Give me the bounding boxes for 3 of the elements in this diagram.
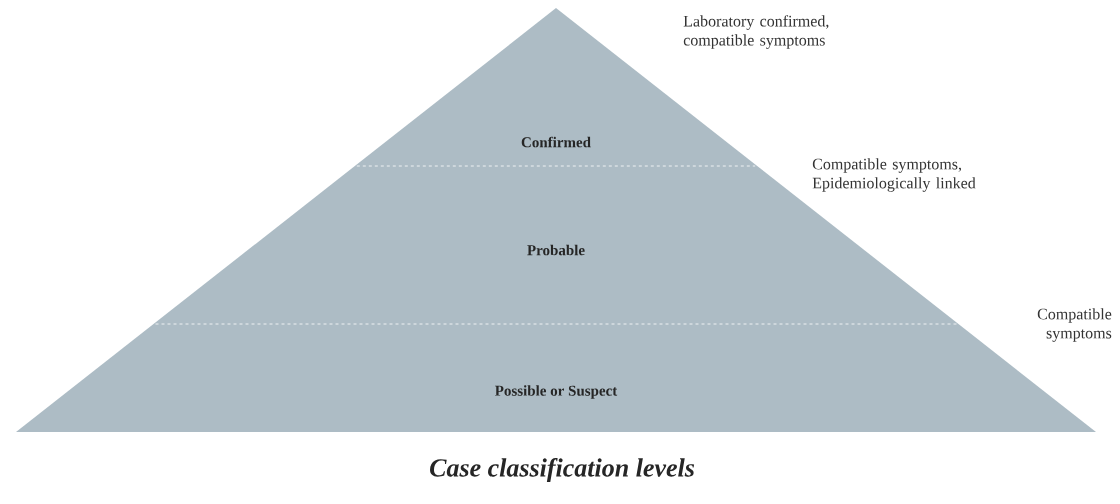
caption: Case classification levels bbox=[430, 458, 695, 482]
node-label: Confirmed bbox=[521, 136, 591, 148]
node-label: Probable bbox=[527, 244, 585, 256]
